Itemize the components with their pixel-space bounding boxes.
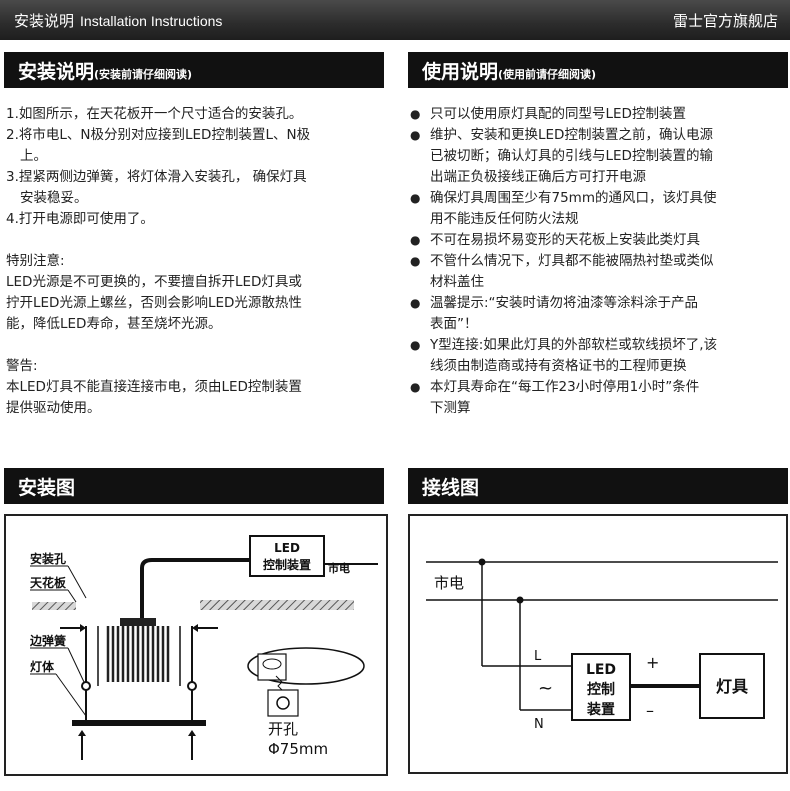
banner-title: 安装说明 Installation Instructions — [14, 10, 222, 31]
install-diagram-header: 安装图 — [4, 468, 384, 504]
install-step: 上。 — [20, 148, 47, 164]
note-line: LED光源是不可更换的，不要擅自拆开LED灯具或 — [6, 274, 302, 290]
lamp-box — [699, 653, 765, 719]
wiring-diagram-heading: 接线图 — [422, 477, 480, 499]
ac-symbol: ~ — [538, 678, 553, 699]
led-driver-box — [571, 653, 631, 721]
led-driver-label-1: LED — [274, 541, 300, 555]
usage-item-line: 只可以使用原灯具配的同型号LED控制装置 — [430, 106, 686, 122]
usage-item-line: 出端正负极接线正确后方可打开电源 — [430, 169, 646, 185]
plus-label: + — [646, 653, 659, 672]
usage-text: ● 只可以使用原灯具配的同型号LED控制装置 ● 维护、安装和更换LED控制装置之前，… — [410, 104, 788, 419]
usage-header: 使用说明(使用前请仔细阅读) — [408, 52, 788, 88]
install-subheading: (安装前请仔细阅读) — [94, 68, 193, 81]
usage-item-line: 材料盖住 — [430, 274, 484, 290]
led-driver-label-2: 控制 — [587, 681, 615, 698]
install-diagram-svg: LED 控制装置 市电 — [29, 535, 378, 760]
usage-item: ● 只可以使用原灯具配的同型号LED控制装置 — [410, 104, 788, 125]
cutout-tool-icon — [267, 689, 299, 717]
usage-item-line: 确保灯具周围至少有75mm的通风口，该灯具使 — [430, 190, 717, 206]
banner-title-cn: 安装说明 — [14, 12, 75, 30]
usage-heading: 使用说明 — [422, 61, 499, 83]
usage-item-line: Y型连接:如果此灯具的外部软栏或软线损坏了,该 — [430, 337, 718, 353]
note-line: 能，降低LED寿命，甚至烧坏光源。 — [6, 316, 222, 332]
spring-left — [81, 681, 91, 691]
top-banner: 安装说明 Installation Instructions 雷士官方旗舰店 — [0, 0, 790, 40]
usage-item: ● 确保灯具周围至少有75mm的通风口，该灯具使用不能违反任何防火法规 — [410, 188, 788, 230]
usage-item: ● 不管什么情况下，灯具都不能被隔热衬垫或类似材料盖住 — [410, 251, 788, 293]
bullet-dot: ● — [410, 191, 421, 205]
bullet-dot: ● — [410, 128, 421, 142]
lamp-base — [72, 720, 206, 726]
spring-label: 边弹簧 — [29, 633, 66, 648]
warn-line: 本LED灯具不能直接连接市电，须由LED控制装置 — [6, 379, 302, 395]
install-step: 安装稳妥。 — [20, 190, 88, 206]
usage-item-line: 不管什么情况下，灯具都不能被隔热衬垫或类似 — [430, 253, 714, 269]
brand-name: 雷士官方旗舰店 — [672, 12, 778, 30]
bullet-dot: ● — [410, 380, 421, 394]
usage-item: ● 温馨提示:“安装时请勿将油漆等涂料涂于产品表面”！ — [410, 293, 788, 335]
hole-label: 安装孔 — [30, 551, 66, 566]
bullet-dot: ● — [410, 233, 421, 247]
warn-line: 提供驱动使用。 — [6, 400, 101, 416]
usage-item-line: 表面”！ — [430, 316, 478, 332]
usage-item: ● Y型连接:如果此灯具的外部软栏或软线损坏了,该线须由制造商或持有资格证书的工程… — [410, 335, 788, 377]
usage-item-line: 下测算 — [430, 400, 471, 416]
L-label: L — [534, 649, 542, 664]
usage-subheading: (使用前请仔细阅读) — [498, 68, 597, 81]
usage-item-line: 线须由制造商或持有资格证书的工程师更换 — [430, 358, 687, 374]
install-step: 4.打开电源即可使用了。 — [6, 211, 154, 227]
usage-item-line: 不可在易损坏易变形的天花板上安装此类灯具 — [430, 232, 700, 248]
install-step: 3.捏紧两侧边弹簧，将灯体滑入安装孔， 确保灯具 — [6, 169, 307, 185]
body-label: 灯体 — [30, 659, 55, 674]
diameter-label: Φ75mm — [268, 740, 328, 758]
install-step: 1.如图所示，在天花板开一个尺寸适合的安装孔。 — [6, 106, 303, 122]
lamp-label: 灯具 — [716, 677, 748, 696]
install-diagram-heading: 安装图 — [18, 477, 76, 499]
N-label: N — [534, 717, 544, 732]
warn-title: 警告: — [6, 358, 38, 374]
led-driver-label-1: LED — [586, 662, 616, 678]
banner-title-en: Installation Instructions — [80, 13, 223, 29]
usage-item-line: 维护、安装和更换LED控制装置之前，确认电源 — [430, 127, 713, 143]
install-heading: 安装说明 — [18, 61, 95, 83]
ceiling-label: 天花板 — [30, 575, 67, 590]
cutout-ellipse — [247, 647, 365, 685]
heatsink-top — [120, 618, 156, 626]
mains-label: 市电 — [328, 561, 350, 575]
minus-label: – — [646, 701, 654, 720]
ceiling-left — [32, 602, 76, 610]
usage-item-line: 温馨提示:“安装时请勿将油漆等涂料涂于产品 — [430, 295, 699, 311]
wiring-diagram: 市电 L N ~ LED 控制 装置 + – 灯具 — [408, 514, 788, 774]
cutout-label: 开孔 — [268, 720, 298, 738]
usage-list: ● 只可以使用原灯具配的同型号LED控制装置 ● 维护、安装和更换LED控制装置之前，… — [410, 104, 788, 419]
usage-item-line: 用不能违反任何防火法规 — [430, 211, 579, 227]
heatsink-fins — [106, 626, 170, 682]
install-header: 安装说明(安装前请仔细阅读) — [4, 52, 384, 88]
note-line: 拧开LED光源上螺丝，否则会影响LED光源散热性 — [6, 295, 302, 311]
led-driver-box — [249, 535, 325, 577]
wiring-diagram-svg: 市电 L N ~ LED 控制 装置 + – 灯具 — [426, 558, 778, 732]
note-title: 特别注意: — [6, 253, 65, 269]
bullet-dot: ● — [410, 107, 421, 121]
mains-label: 市电 — [434, 574, 464, 592]
usage-item-line: 已被切断；确认灯具的引线与LED控制装置的输 — [430, 148, 713, 164]
wiring-diagram-header: 接线图 — [408, 468, 788, 504]
led-driver-label-3: 装置 — [586, 701, 615, 718]
power-cable — [140, 558, 250, 618]
spring-right — [187, 681, 197, 691]
usage-item: ● 不可在易损坏易变形的天花板上安装此类灯具 — [410, 230, 788, 251]
bullet-dot: ● — [410, 296, 421, 310]
install-diagram: LED 控制装置 市电 — [4, 514, 388, 776]
ceiling-right — [200, 600, 354, 610]
cutout-lamp-icon — [257, 653, 287, 681]
bullet-dot: ● — [410, 338, 421, 352]
install-step: 2.将市电L、N极分别对应接到LED控制装置L、N极 — [6, 127, 311, 143]
bullet-dot: ● — [410, 254, 421, 268]
usage-item: ● 维护、安装和更换LED控制装置之前，确认电源已被切断；确认灯具的引线与LED控… — [410, 125, 788, 188]
usage-item-line: 本灯具寿命在“每工作23小时停用1小时”条件 — [430, 379, 700, 395]
usage-item: ● 本灯具寿命在“每工作23小时停用1小时”条件下测算 — [410, 377, 788, 419]
led-driver-label-2: 控制装置 — [263, 557, 311, 572]
install-text: 1.如图所示，在天花板开一个尺寸适合的安装孔。 2.将市电L、N极分别对应接到L… — [6, 104, 391, 419]
